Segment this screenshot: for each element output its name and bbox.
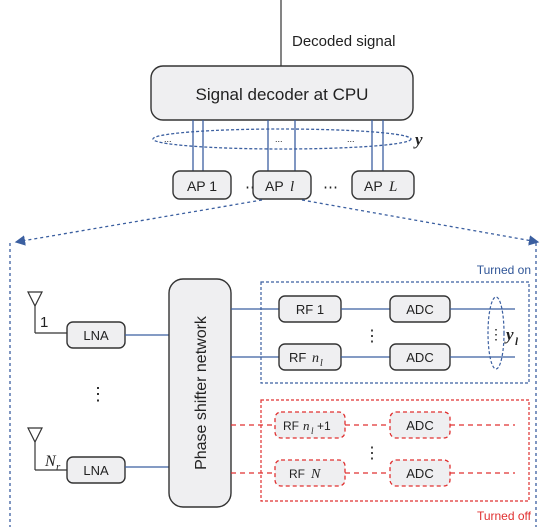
- rf-nl-base: n: [312, 351, 319, 366]
- rf-nl1-prefix: RF: [283, 419, 299, 433]
- ap-L-box: [351, 170, 415, 200]
- rf-nl1-box: [274, 411, 346, 439]
- rf-off-vdots: ⋮: [364, 445, 380, 462]
- output-ellipse: [487, 296, 505, 370]
- turned-off-label: Turned off: [477, 509, 532, 523]
- signal-decoder-label: Signal decoder at CPU: [196, 85, 369, 104]
- phase-shifter-box: [168, 278, 232, 508]
- adc-N-label: ADC: [406, 466, 433, 481]
- ap-L-symbol: L: [388, 179, 397, 195]
- ap-1-label: AP 1: [187, 178, 217, 194]
- signal-decoder-box: [150, 65, 414, 121]
- turned-off-group: [260, 399, 530, 502]
- output-y-base: y: [504, 325, 514, 344]
- adc-nl1-label: ADC: [406, 418, 433, 433]
- antenna-1-icon: [27, 291, 67, 334]
- antenna-nr-sub: r: [56, 461, 61, 473]
- bus-ellipse: [152, 128, 412, 150]
- fronthaul-links: [192, 120, 384, 171]
- zoom-arrow-right: [301, 199, 540, 246]
- rf-on-vdots: ⋮: [364, 328, 380, 345]
- antenna-1-label: 1: [40, 314, 48, 331]
- turned-on-group: [260, 281, 530, 384]
- rf-1-label: RF 1: [296, 302, 324, 317]
- rf-nl-prefix: RF: [289, 350, 306, 365]
- adc-1-label: ADC: [406, 302, 433, 317]
- rf-nl1-suffix: +1: [317, 419, 331, 433]
- ap-l-box: [252, 170, 312, 200]
- output-y-sub: l: [515, 336, 519, 348]
- antenna-nr-base: N: [44, 453, 57, 470]
- rf-nl-sub: l: [320, 358, 323, 369]
- ap-l-prefix: AP: [265, 178, 284, 194]
- turned-on-label: Turned on: [477, 263, 531, 277]
- bus-dots-1: ...: [164, 134, 172, 144]
- rf-N-box: [274, 459, 346, 487]
- ap-dots-right: ⋯: [323, 179, 338, 196]
- antenna-vdots: ⋮: [89, 384, 107, 404]
- lna-nr-box: [66, 456, 126, 484]
- bus-dots-3: ...: [347, 134, 355, 144]
- rf-nl1-sub: l: [311, 426, 314, 436]
- decoded-signal-label: Decoded signal: [292, 33, 395, 50]
- output-vdots: ⋮: [489, 326, 503, 342]
- ap-1-box: [172, 170, 232, 200]
- lna-nr-label: LNA: [83, 463, 109, 478]
- lna-1-label: LNA: [83, 328, 109, 343]
- rf-nl1-base: n: [303, 418, 310, 433]
- ap-l-symbol: l: [290, 179, 294, 195]
- adc-nl-label: ADC: [406, 350, 433, 365]
- phase-shifter-label: Phase shifter network: [193, 315, 210, 470]
- bus-dots-2: ...: [275, 134, 283, 144]
- antenna-nr-icon: [27, 427, 67, 471]
- ap-L-prefix: AP: [364, 178, 383, 194]
- rf-N-symbol: N: [310, 467, 321, 482]
- rf-N-prefix: RF: [289, 467, 305, 481]
- zoom-arrow-left: [14, 199, 263, 246]
- bus-symbol-y: y: [413, 130, 423, 149]
